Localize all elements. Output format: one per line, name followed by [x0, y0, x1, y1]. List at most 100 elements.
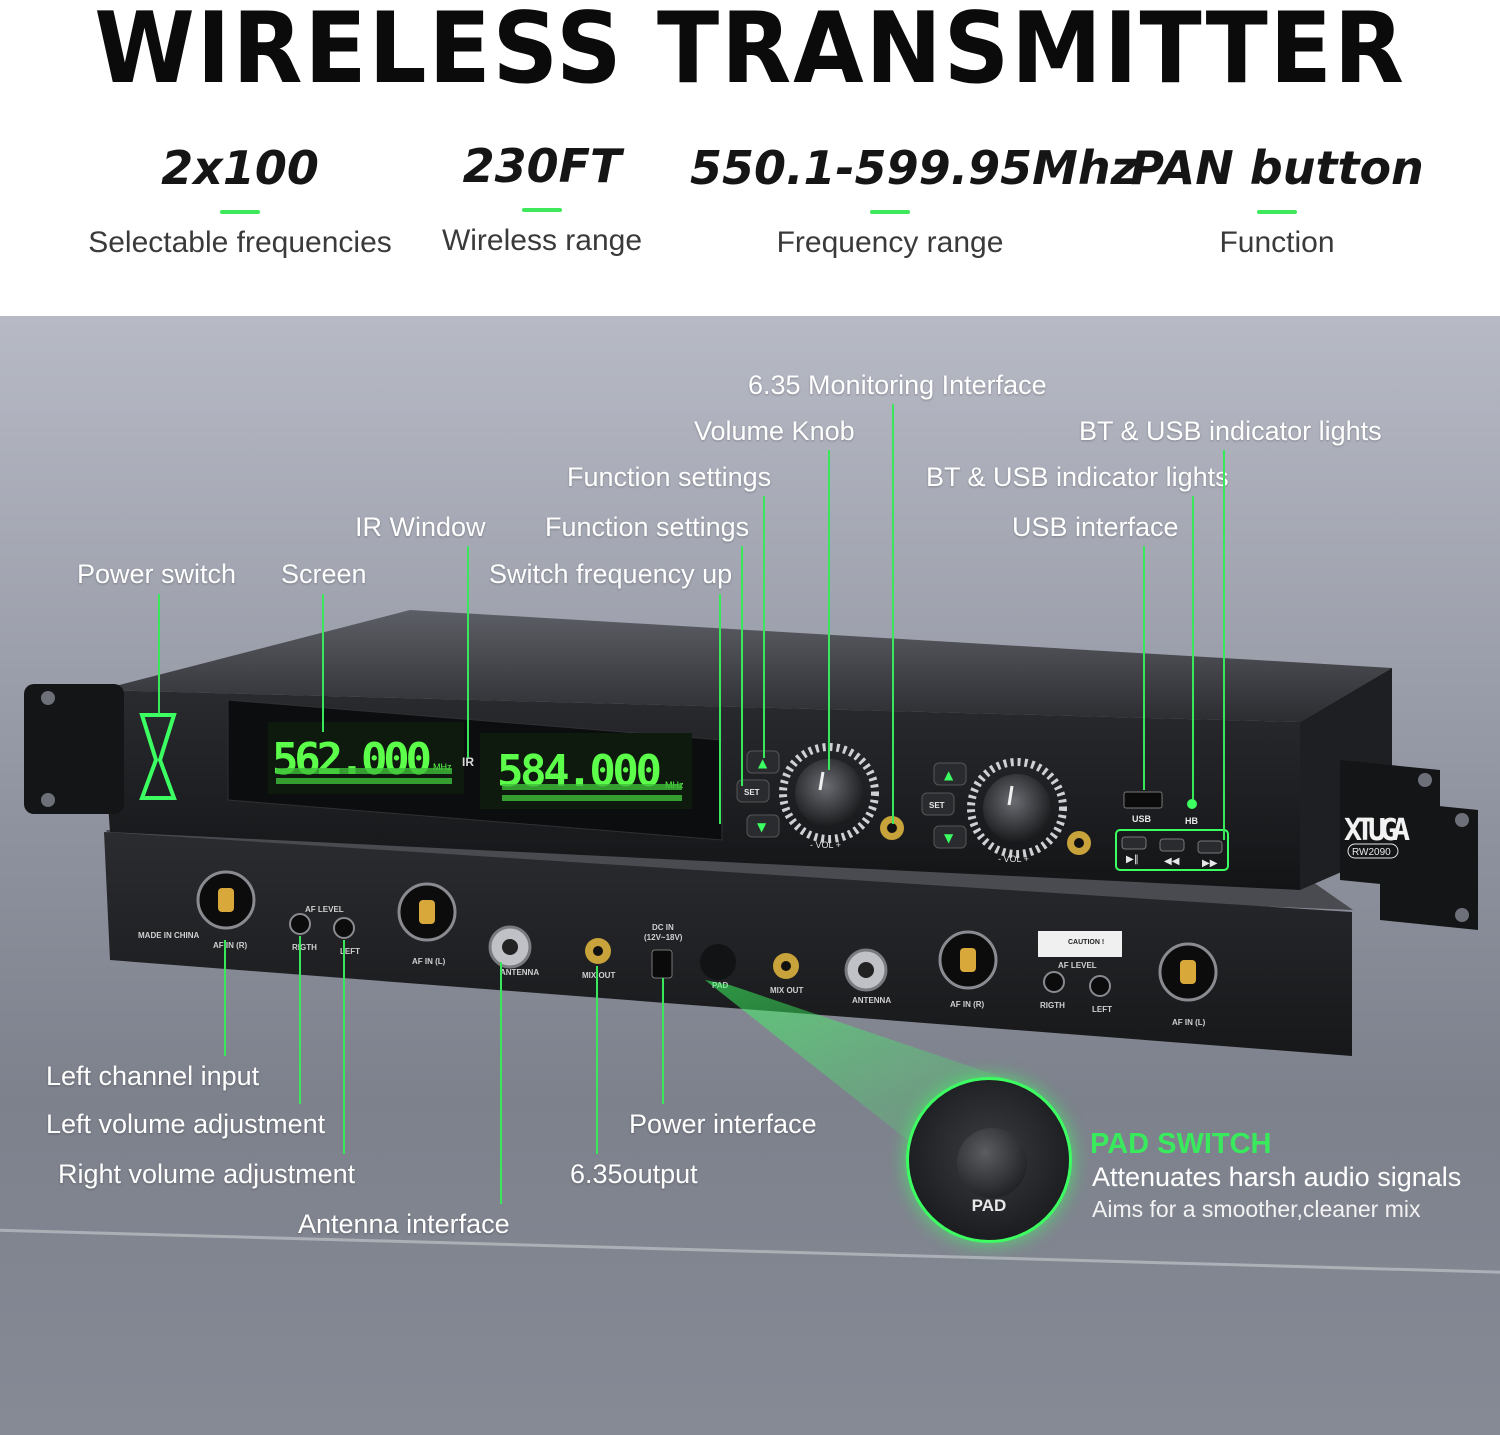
callout-left-volume: Left volume adjustment — [46, 1109, 326, 1139]
leader-line — [1223, 450, 1225, 840]
caution-label: CAUTION ! — [1068, 939, 1104, 946]
rack-ear-right-lower — [1380, 800, 1478, 930]
arrow-down-button-1 — [746, 814, 780, 838]
display-right-meter — [502, 795, 682, 801]
mix-out-jack-hole — [781, 961, 791, 971]
leader-line — [828, 450, 830, 770]
callout-freq-up: Switch frequency up — [489, 559, 733, 589]
pad-switch-subdescription: Aims for a smoother,cleaner mix — [1092, 1196, 1421, 1222]
spec-value: PAN button — [1130, 141, 1424, 195]
set-label: SET — [929, 801, 945, 810]
rigth-label: RIGTH — [1040, 1001, 1065, 1010]
leader-line — [662, 978, 664, 1104]
usb-port — [1123, 791, 1163, 809]
logo-hourglass — [139, 713, 177, 800]
next-button — [1197, 840, 1223, 854]
hb-label: HB — [1185, 816, 1198, 826]
spec-value: 550.1-599.95Mhz — [690, 141, 1138, 195]
vol-label-1: - VOL + — [810, 840, 841, 850]
af-in-r-label: AF IN (R) — [213, 941, 248, 950]
set-button-2 — [921, 792, 955, 816]
xlr-center — [218, 888, 234, 912]
callout-usb-interface: USB interface — [1012, 512, 1179, 542]
mix-out-label: MIX OUT — [582, 971, 615, 980]
pad-zoom-label: PAD — [971, 1196, 1007, 1215]
arrow-up-button-2 — [933, 762, 967, 786]
callout-right-volume: Right volume adjustment — [58, 1159, 356, 1189]
dc-volt-label: (12V~18V) — [644, 933, 683, 942]
spec-divider — [220, 210, 260, 214]
play-pause-button — [1121, 836, 1147, 850]
leader-line — [1192, 496, 1194, 800]
spec-value: 230FT — [462, 139, 622, 193]
leader-line — [719, 594, 721, 824]
up-arrow-icon: ▲ — [758, 756, 768, 770]
callout-antenna-interface: Antenna interface — [298, 1209, 510, 1239]
model-badge — [1347, 843, 1399, 859]
spec-pan-button: PAN button Function — [1127, 140, 1427, 260]
mix-out-label: MIX OUT — [770, 986, 803, 995]
trim-knob-right — [289, 913, 311, 935]
antenna-bnc-core — [502, 939, 518, 955]
leader-line — [763, 496, 765, 758]
left-label: LEFT — [1092, 1005, 1112, 1014]
set-button-1 — [736, 779, 770, 803]
spec-frequencies: 2x100 Selectable frequencies — [60, 140, 420, 260]
rack-hole — [41, 793, 55, 807]
display-right-meter — [502, 784, 682, 790]
pad-switch-title: PAD SWITCH — [1090, 1128, 1272, 1160]
spec-divider — [870, 210, 910, 214]
spec-divider — [1257, 210, 1297, 214]
callout-volume-knob: Volume Knob — [694, 416, 855, 446]
rack-hole — [1455, 813, 1469, 827]
af-in-l-label: AF IN (L) — [1172, 1018, 1206, 1027]
display-left-meter — [276, 778, 452, 784]
trim-knob-right — [1043, 971, 1065, 993]
leader-line — [158, 594, 160, 714]
ir-label: IR — [462, 755, 474, 769]
dc-in-jack — [651, 949, 673, 979]
up-arrow-icon: ▲ — [944, 768, 954, 782]
volume-knob-2 — [983, 774, 1051, 842]
leader-line — [596, 966, 598, 1154]
caution-sticker — [1038, 931, 1122, 957]
spec-label: Selectable frequencies — [88, 226, 392, 259]
callout-monitoring-interface: 6.35 Monitoring Interface — [748, 370, 1047, 400]
rack-hole — [41, 691, 55, 705]
model-label: RW2090 — [1352, 847, 1391, 858]
leader-line — [741, 546, 743, 786]
brand-logo: XTUGA — [1344, 813, 1410, 848]
leader-line — [299, 936, 301, 1104]
rack-ear-left — [24, 684, 124, 814]
left-label: LEFT — [340, 947, 360, 956]
af-in-l-label: AF IN (L) — [412, 957, 446, 966]
volume-knob-2-ring — [967, 758, 1067, 858]
knob-indicator — [818, 771, 825, 791]
leader-line — [500, 962, 502, 1204]
rewind-icon: ◀◀ — [1164, 856, 1180, 867]
trim-knob-left — [333, 917, 355, 939]
af-in-r-label: AF IN (R) — [950, 1000, 985, 1009]
trim-knob-left — [1089, 975, 1111, 997]
rear-unit-top — [106, 830, 1353, 910]
spec-frequency-range: 550.1-599.95Mhz Frequency range — [690, 140, 1138, 260]
leader-line — [343, 940, 345, 1154]
volume-knob-1 — [795, 759, 863, 827]
hb-indicator-light — [1187, 799, 1197, 809]
volume-knob-1-ring — [779, 743, 879, 843]
callout-bt-usb-lights-1: BT & USB indicator lights — [1079, 416, 1382, 446]
leader-line — [467, 546, 469, 758]
xlr-center — [1180, 960, 1196, 984]
down-arrow-icon: ▼ — [757, 820, 767, 834]
af-level-label: AF LEVEL — [1058, 961, 1097, 970]
leader-line — [1143, 546, 1145, 790]
spec-range: 230FT Wireless range — [392, 138, 692, 258]
dc-in-label: DC IN — [652, 923, 674, 932]
set-label: SET — [744, 788, 760, 797]
callout-power-switch: Power switch — [77, 559, 237, 589]
rack-hole — [1455, 908, 1469, 922]
display-left-freq: 562.000 — [272, 734, 432, 785]
down-arrow-icon: ▼ — [944, 831, 954, 845]
front-unit-top — [100, 610, 1392, 722]
xlr-center — [960, 948, 976, 972]
